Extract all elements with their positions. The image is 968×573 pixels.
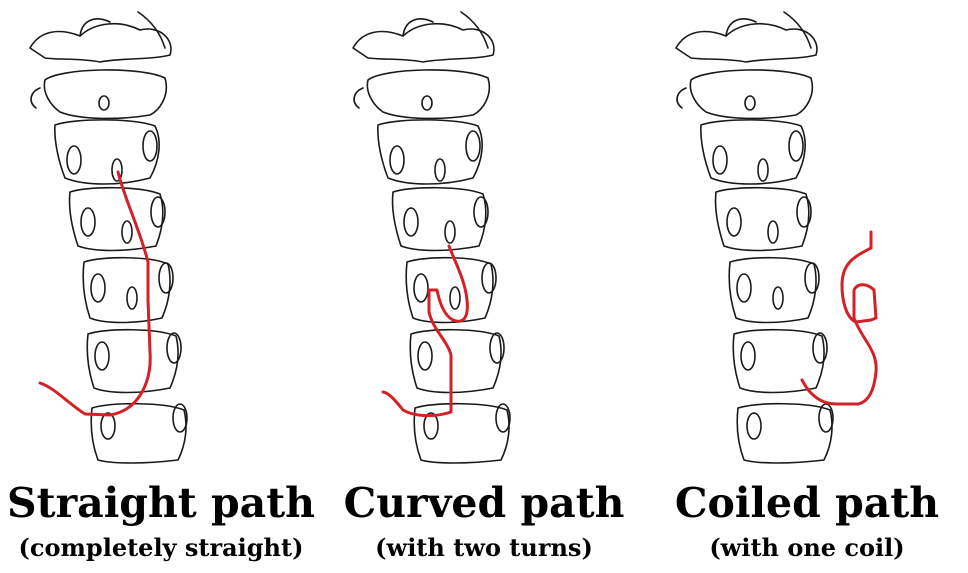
panel-coiled-path: Coiled path (with one coil) bbox=[646, 0, 968, 573]
straight-route-line bbox=[40, 172, 150, 415]
cervical-spine-drawing bbox=[646, 0, 968, 470]
cervical-spine-drawing bbox=[0, 0, 322, 470]
panel-straight-path: Straight path (completely straight) bbox=[0, 0, 322, 573]
panel-title: Coiled path bbox=[646, 478, 968, 528]
panel-curved-path: Curved path (with two turns) bbox=[323, 0, 645, 573]
panel-subtitle: (with two turns) bbox=[323, 531, 645, 565]
cervical-spine-drawing bbox=[323, 0, 645, 470]
panel-title: Straight path bbox=[0, 478, 322, 528]
coiled-route-line bbox=[802, 232, 876, 404]
panel-subtitle: (completely straight) bbox=[0, 531, 322, 565]
panel-subtitle: (with one coil) bbox=[646, 531, 968, 565]
panel-title: Curved path bbox=[323, 478, 645, 528]
